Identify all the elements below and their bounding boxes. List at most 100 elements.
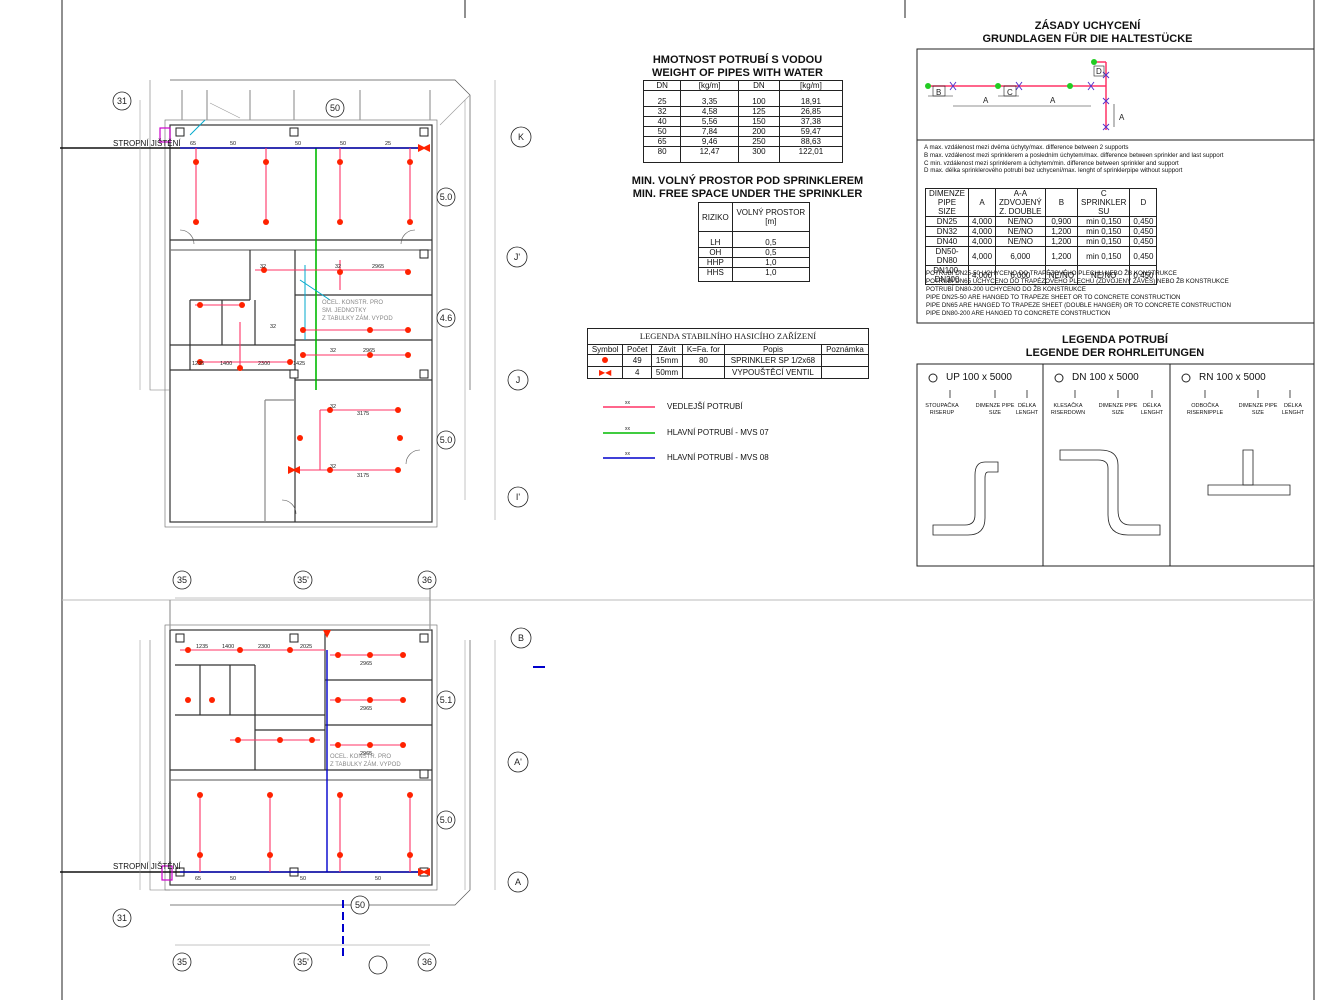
partition-note-1: OCEL. KONSTR. PRO: [322, 300, 383, 306]
svg-text:2965: 2965: [360, 706, 372, 712]
equipment-cell: 4: [622, 366, 653, 379]
freespace-cell: HHS: [698, 267, 733, 282]
svg-text:65: 65: [195, 876, 201, 882]
support-cell: DN32: [925, 226, 969, 237]
sprinkler-symbol-icon: [602, 357, 609, 363]
freespace-title-en: MIN. FREE SPACE UNDER THE SPRINKLER: [632, 188, 863, 200]
freespace-cell: 1,0: [731, 267, 811, 282]
support-cell: 0,450: [1129, 226, 1158, 237]
grid-label-51: 5.1: [440, 695, 453, 705]
riser-nipple-sketch: [1204, 390, 1291, 496]
support-table: DIMENZE PIPE SIZE A A-A ZDVOJENÝ Z. DOUB…: [925, 188, 1158, 285]
grid-label-j-prime: J': [514, 252, 521, 262]
grid-label-50-upper: 50: [330, 103, 340, 113]
equipment-header: Poznámka: [820, 344, 870, 355]
support-footnote: POTRUBÍ DN80-200 UCHYCENO DO ŽB KONSTRUK…: [926, 285, 1086, 293]
svg-text:2965: 2965: [360, 661, 372, 667]
grid-label-50b: 5.0: [440, 435, 453, 445]
equipment-header: Počet: [622, 344, 653, 355]
support-header: C SPRINKLER SU: [1077, 188, 1131, 217]
weight-header: [kg/m]: [680, 80, 739, 91]
svg-text:50: 50: [230, 141, 236, 147]
weight-cell: 88,63: [778, 136, 844, 147]
support-cell: 4,000: [967, 265, 997, 285]
grid-label-31-upper: 31: [117, 96, 127, 106]
svg-text:3175: 3175: [357, 473, 369, 479]
support-note-b: B max. vzdálenost mezi sprinklerem a pos…: [924, 151, 1224, 159]
equipment-header: Symbol: [586, 344, 624, 355]
weight-cell: 150: [737, 116, 780, 127]
support-cell: 6,000: [995, 246, 1046, 266]
grid-label-35-top: 35: [177, 575, 187, 585]
weight-cell: 18,91: [778, 90, 844, 107]
weight-cell: 250: [737, 136, 780, 147]
weight-cell: 100: [737, 90, 780, 107]
support-cell: 0,450: [1129, 246, 1158, 266]
weight-cell: 12,47: [680, 146, 739, 163]
equipment-cell: 49: [622, 354, 653, 367]
weight-title-en: WEIGHT OF PIPES WITH WATER: [652, 67, 823, 79]
svg-text:65: 65: [190, 141, 196, 147]
pipe-label-length: DÉLKA LENGHT: [1140, 403, 1164, 416]
weight-header: [kg/m]: [778, 80, 844, 91]
svg-text:32: 32: [335, 264, 341, 270]
svg-text:A: A: [983, 96, 989, 105]
freespace-title-cz: MIN. VOLNÝ PROSTOR POD SPRINKLEREM: [631, 175, 864, 187]
weight-cell: 300: [737, 146, 780, 163]
grid-label-35p-bottom: 35': [297, 957, 309, 967]
equipment-cell: VYPOUŠTĚCÍ VENTIL: [723, 366, 822, 379]
equipment-header: K=Fa. for: [681, 344, 725, 355]
svg-text:2300: 2300: [258, 361, 270, 367]
pipe-label-length: DÉLKA LENGHT: [1015, 403, 1039, 416]
support-title-de: GRUNDLAGEN FÜR DIE HALTESTÜCKE: [982, 33, 1193, 45]
equipment-cell: [820, 354, 870, 367]
equipment-header: Závit: [651, 344, 683, 355]
pipe-label-size: DIMENZE PIPE SIZE: [1098, 403, 1138, 416]
support-header: B: [1044, 188, 1079, 217]
support-note-c: C min. vzdálenost mezi sprinklerem a úch…: [924, 159, 1179, 167]
weight-cell: 3,35: [680, 90, 739, 107]
svg-text:50: 50: [375, 876, 381, 882]
svg-text:3175: 3175: [357, 411, 369, 417]
equipment-cell: [820, 366, 870, 379]
equipment-cell: SPRINKLER SP 1/2x68: [723, 354, 822, 367]
pipe-legend-title-de: LEGENDE DER ROHRLEITUNGEN: [1025, 347, 1205, 359]
equipment-legend-title: LEGENDA STABILNÍHO HASICÍHO ZAŘÍZENÍ: [587, 328, 869, 345]
weight-cell: 37,38: [778, 116, 844, 127]
pipe-legend-title-cz: LEGENDA POTRUBÍ: [1062, 334, 1168, 346]
svg-text:2025: 2025: [300, 644, 312, 650]
svg-text:xx: xx: [625, 426, 631, 432]
pipe-label-risernipple: ODBOČKA RISERNIPPLE: [1186, 403, 1224, 416]
equipment-header: Popis: [723, 344, 822, 355]
svg-text:B: B: [936, 88, 941, 97]
weight-cell: 65: [642, 136, 682, 147]
support-note-d: D max. délka sprinklerového potrubí bez …: [924, 167, 1183, 175]
partition-note-lower-3: Z TABULKY ZÁM. VYPOD: [330, 761, 401, 768]
weight-cell: 59,47: [778, 126, 844, 137]
svg-text:A: A: [1050, 96, 1056, 105]
pipe-label-riserup: STOUPAČKA RISERUP: [925, 403, 959, 416]
sprinkler-heads-lower: [185, 647, 413, 858]
weight-cell: 200: [737, 126, 780, 137]
pipe-legend-frame: [916, 363, 1315, 567]
weight-cell: 50: [642, 126, 682, 137]
grid-label-46: 4.6: [440, 313, 453, 323]
svg-text:2965: 2965: [372, 264, 384, 270]
svg-text:1235: 1235: [192, 361, 204, 367]
support-cell: DN50-DN80: [925, 246, 969, 266]
drain-valve-icon: ▶◀: [599, 368, 612, 377]
pipe-label-size: DIMENZE PIPE SIZE: [1238, 403, 1278, 416]
weight-cell: 5,56: [680, 116, 739, 127]
weight-cell: 9,46: [680, 136, 739, 147]
freespace-cell: 1,0: [731, 257, 811, 268]
line-legend-main-mvs07: HLAVNÍ POTRUBÍ - MVS 07: [667, 428, 769, 437]
grid-label-36-bottom: 36: [422, 957, 432, 967]
pipe-code-rn: RN 100 x 5000: [1199, 372, 1266, 383]
svg-text:xx: xx: [625, 400, 631, 406]
equipment-cell: 50mm: [651, 366, 683, 379]
weight-cell: 25: [642, 90, 682, 107]
svg-text:1400: 1400: [222, 644, 234, 650]
